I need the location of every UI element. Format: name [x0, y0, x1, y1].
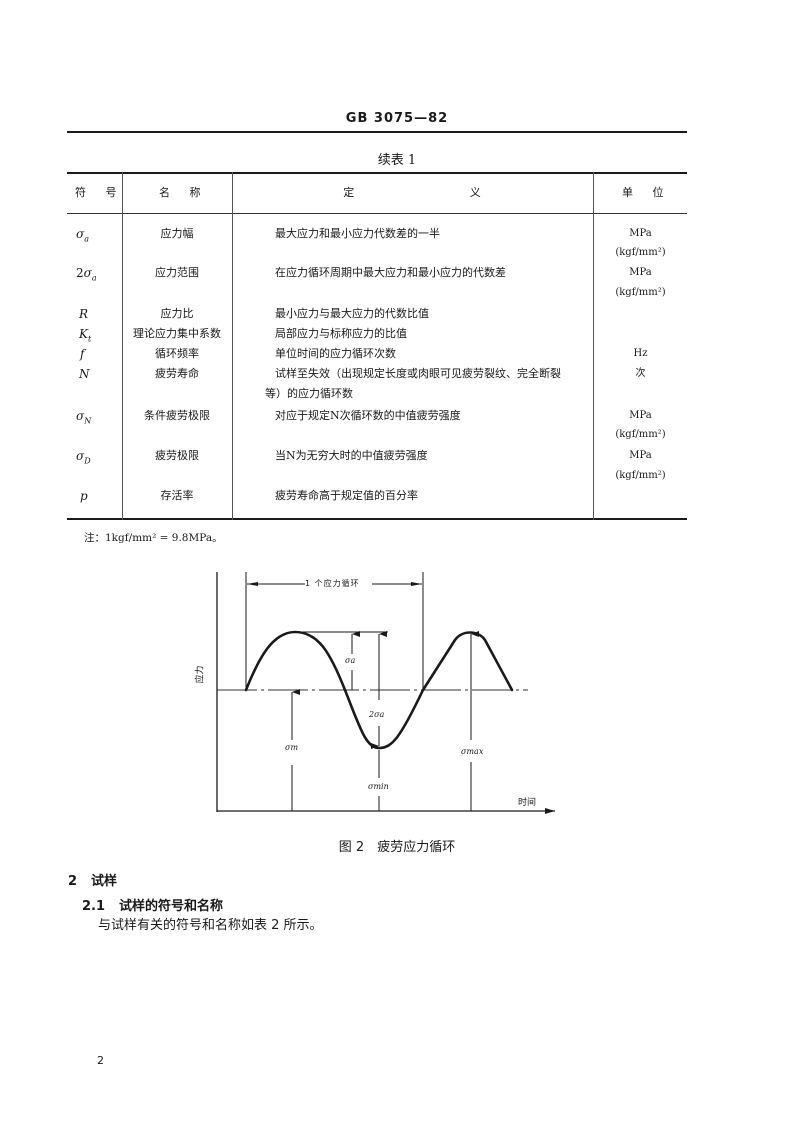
unit-cell: MPa [629, 410, 652, 421]
definition-cell: 局部应力与标称应力的比值 [275, 327, 407, 340]
sigma-m-label: σm [285, 743, 299, 752]
standard-code: GB 3075—82 [345, 111, 449, 126]
symbol-kt: Kt [79, 327, 92, 344]
definitions-table: 符 号 名 称 定 义 单 位 σa 应力幅 最大应力和最小应力代数差的一半 M… [67, 172, 687, 520]
unit-cell: MPa [629, 267, 652, 278]
column-header-unit: 单 位 [622, 186, 672, 199]
definition-cell-continued: 等）的应力循环数 [265, 387, 353, 400]
table-bottom-rule [67, 518, 687, 520]
x-axis-label: 时间 [518, 798, 537, 808]
symbol-sigma-a: σa [76, 227, 89, 244]
symbol-f: f [80, 347, 85, 361]
definition-cell: 当N为无穷大时的中值疲劳强度 [275, 449, 428, 462]
definition-cell: 在应力循环周期中最大应力和最小应力的代数差 [275, 266, 506, 279]
table-header-rule [67, 213, 687, 214]
name-cell: 应力幅 [160, 227, 194, 240]
name-cell: 应力比 [160, 307, 194, 320]
symbol-p: p [80, 489, 88, 503]
y-axis-label: 应力 [195, 665, 206, 684]
symbol-r: R [79, 307, 89, 321]
table-caption: 续表 1 [377, 153, 417, 168]
definition-cell: 最大应力和最小应力代数差的一半 [275, 227, 440, 240]
name-cell: 疲劳极限 [155, 449, 199, 462]
name-cell: 存活率 [160, 489, 194, 502]
unit-alt-cell: (kgf/mm²) [615, 429, 666, 440]
figure-caption: 图 2 疲劳应力循环 [338, 840, 456, 855]
column-header-name: 名 称 [159, 186, 209, 199]
definition-cell: 试样至失效（出现规定长度或肉眼可见疲劳裂纹、完全断裂 [275, 367, 561, 380]
page-number: 2 [97, 1054, 104, 1067]
unit-cell: MPa [629, 228, 652, 239]
symbol-sigma-n: σN [76, 409, 92, 426]
name-cell: 条件疲劳极限 [144, 409, 210, 422]
name-cell: 应力范围 [155, 266, 199, 279]
symbol-sigma-d: σD [76, 449, 91, 466]
unit-alt-cell: (kgf/mm²) [615, 287, 666, 298]
unit-cell: Hz [633, 348, 648, 359]
name-cell: 循环频率 [155, 347, 199, 360]
fatigue-stress-cycle-diagram [216, 572, 555, 814]
unit-alt-cell: (kgf/mm²) [615, 470, 666, 481]
column-divider [593, 172, 594, 520]
definition-cell: 疲劳寿命高于规定值的百分率 [275, 489, 418, 502]
sigma-a-label: σa [345, 656, 356, 665]
name-cell: 疲劳寿命 [155, 367, 199, 380]
section-paragraph: 与试样有关的符号和名称如表 2 所示。 [98, 918, 323, 933]
stress-curve [244, 630, 514, 750]
definition-cell: 单位时间的应力循环次数 [275, 347, 396, 360]
header-rule [67, 131, 687, 133]
definition-cell: 最小应力与最大应力的代数比值 [275, 307, 429, 320]
column-header-definition: 定 义 [343, 186, 482, 199]
column-divider [122, 172, 123, 520]
sigma-max-label: σmax [461, 747, 484, 756]
unit-alt-cell: (kgf/mm²) [615, 247, 666, 258]
column-header-symbol: 符 号 [75, 186, 125, 199]
table-top-rule [67, 172, 687, 174]
definition-cell: 对应于规定N次循环数的中值疲劳强度 [275, 409, 461, 422]
symbol-two-sigma-a: 2σa [76, 266, 97, 283]
cycle-label: 1 个应力循环 [305, 579, 360, 588]
table-note: 注：1kgf/mm² = 9.8MPa。 [84, 532, 223, 544]
unit-cell: MPa [629, 450, 652, 461]
two-sigma-a-label: 2σa [369, 710, 385, 719]
column-divider [232, 172, 233, 520]
sigma-min-label: σmin [368, 782, 389, 791]
symbol-n: N [79, 367, 90, 381]
unit-cell: 次 [635, 368, 646, 379]
name-cell: 理论应力集中系数 [133, 327, 221, 340]
